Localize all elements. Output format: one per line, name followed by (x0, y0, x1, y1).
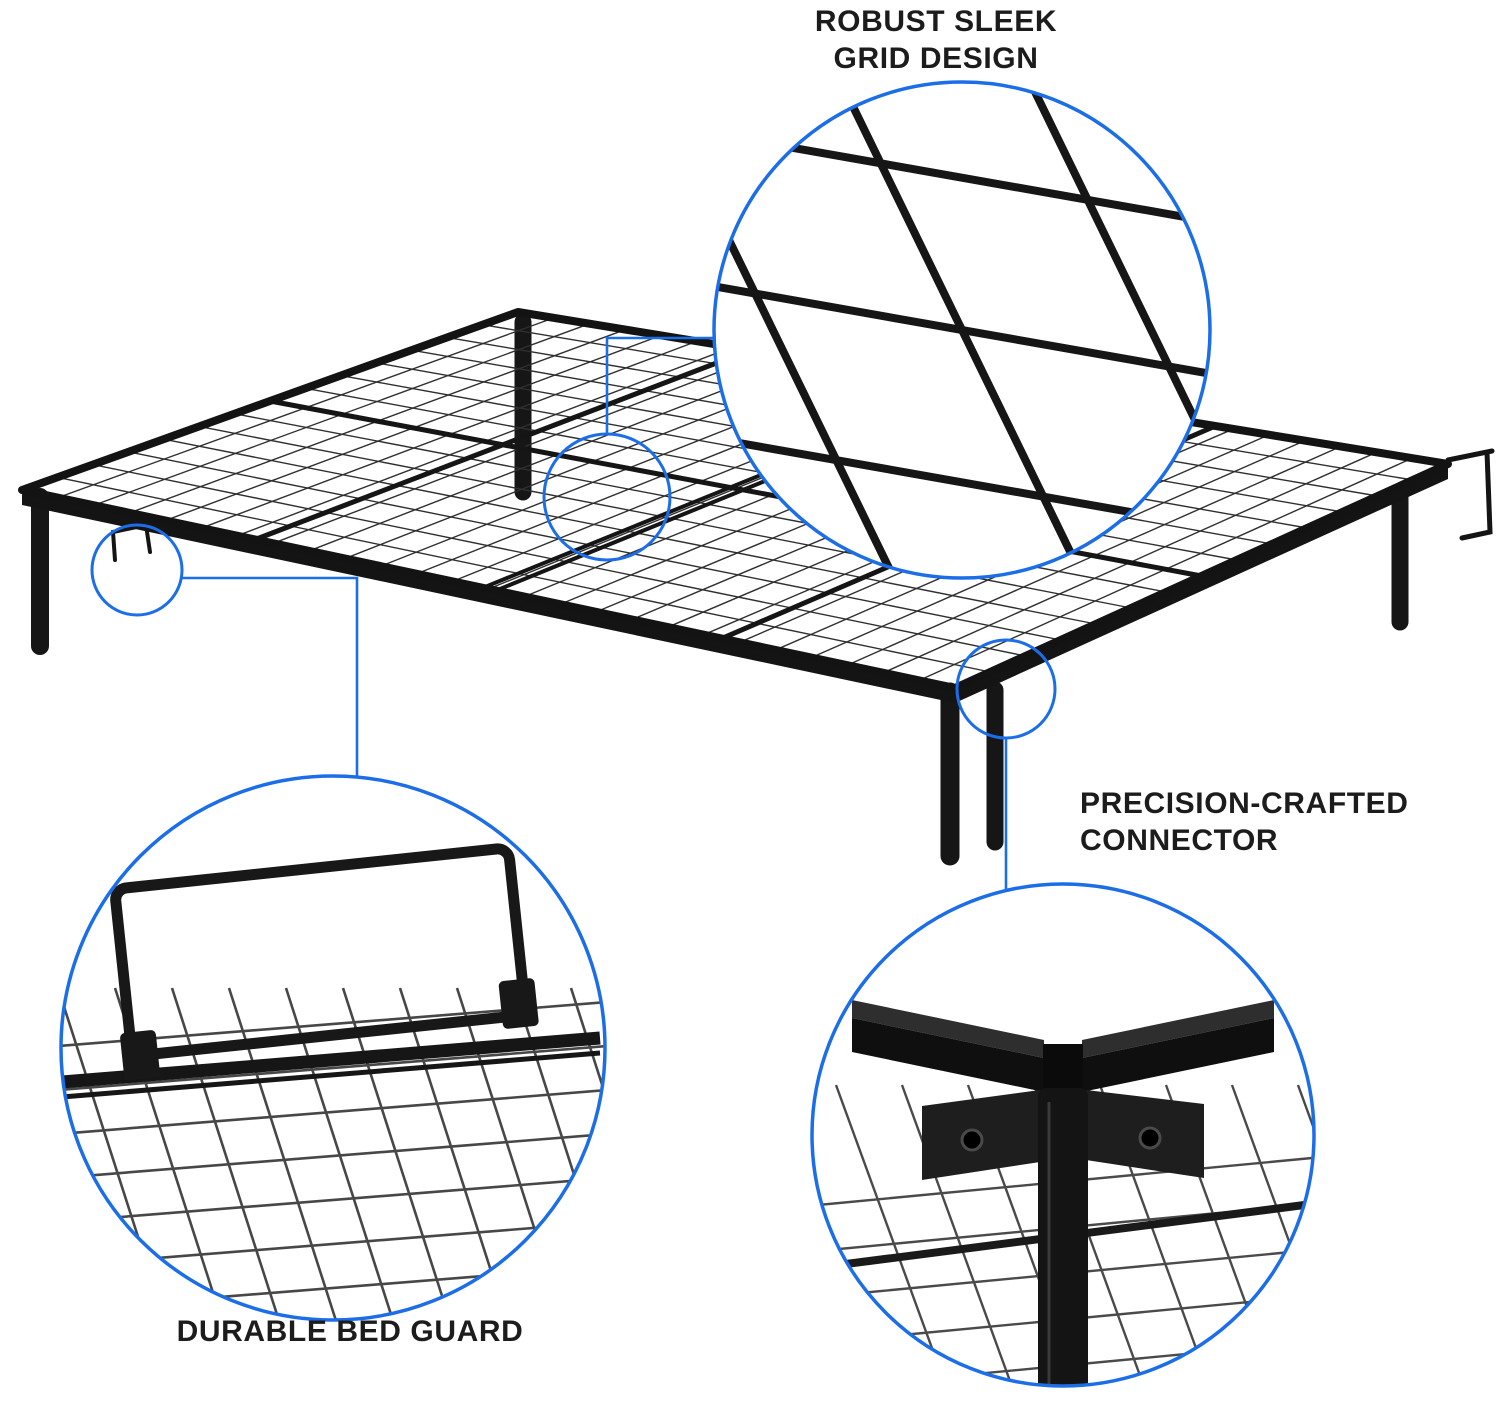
guard-frame-rail-edge (61, 1050, 601, 1100)
zoom-connector-ring (810, 882, 1316, 1388)
zoom-guard-ring (59, 774, 607, 1322)
right-rail-top-face (1082, 1000, 1274, 1058)
bed-guard-hook-right (1445, 448, 1495, 541)
grid-design-label-line1: ROBUST SLEEK (814, 5, 1058, 38)
frame-side-skirt (22, 464, 1448, 703)
zoom-guard-bg (61, 776, 605, 1320)
rail-junction-block (1043, 1044, 1083, 1094)
grid-design-label: ROBUST SLEEK GRID DESIGN (768, 4, 1104, 77)
connector-label: PRECISION-CRAFTED CONNECTOR (1080, 786, 1480, 859)
bracket-screw-right (1138, 1126, 1162, 1150)
connector-leg (1038, 1088, 1088, 1386)
bracket-screw-left (960, 1128, 984, 1152)
guard-clamp-left (120, 1030, 160, 1081)
zoom-connector (810, 882, 1316, 1388)
bed-guard-clip-left (110, 522, 152, 562)
callout-lead-lines (181, 336, 1008, 891)
connector-label-line1: PRECISION-CRAFTED (1080, 787, 1409, 820)
bed-guard-label-text: DURABLE BED GUARD (176, 1315, 524, 1348)
zoom-bed-guard (59, 774, 607, 1322)
guard-clamp-right (498, 978, 539, 1029)
left-rail-side-face (852, 1018, 1044, 1092)
right-rail-side-face (1082, 1018, 1274, 1092)
zoom-grid-design (712, 80, 1212, 580)
connector-marker-circle (955, 638, 1057, 740)
lead-bed-guard (181, 576, 359, 777)
connector-label-line2: CONNECTOR (1080, 823, 1279, 857)
left-rail-top-face (852, 1000, 1044, 1058)
callout-marker-circles (90, 432, 1057, 740)
bed-guard-hoop (110, 843, 539, 1081)
frame-outline (18, 308, 1452, 692)
bed-guard-label: DURABLE BED GUARD (140, 1314, 560, 1351)
grid-marker-circle (542, 432, 672, 562)
grid-design-label-line2: GRID DESIGN (833, 41, 1039, 75)
bed-guard-marker-circle (90, 523, 184, 617)
lead-grid (605, 336, 714, 434)
zoom-grid-ring (712, 80, 1212, 580)
